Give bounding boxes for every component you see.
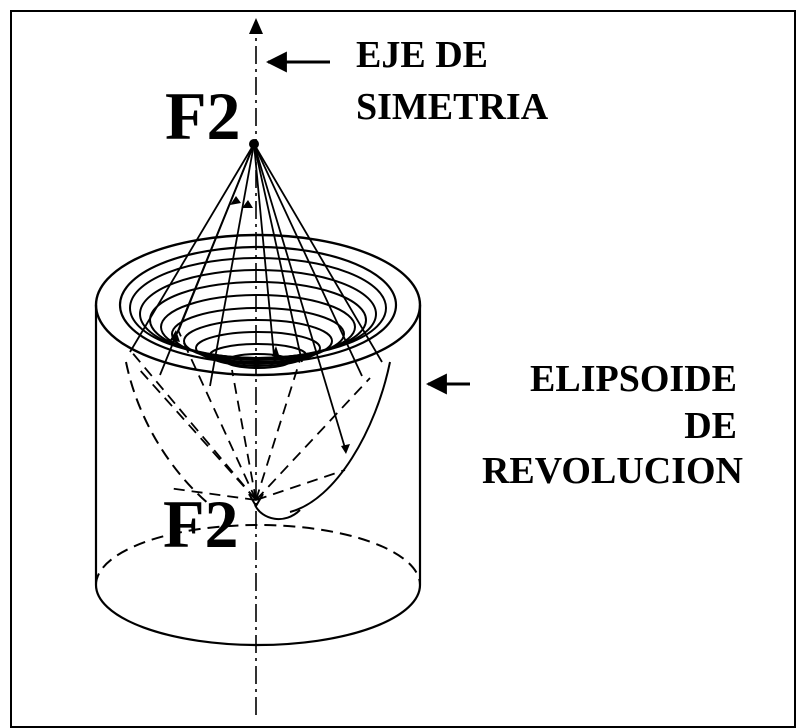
- ellipsoid-label-line2: DE: [684, 405, 737, 447]
- ellipsoid-bottom-curve: [254, 504, 301, 520]
- ellipsoid-profile-left: [125, 361, 211, 506]
- ellipsoid-profile-right: [289, 361, 391, 513]
- axis-arrowhead: [249, 18, 263, 34]
- reflector-rings: [129, 257, 387, 369]
- upper-focus-point: [249, 139, 259, 149]
- ellipsoid-label-line1: ELIPSOIDE: [530, 358, 737, 400]
- ellipsoid-label-line3: REVOLUCION: [481, 450, 743, 492]
- figure-frame: [10, 10, 796, 728]
- cylinder-bottom-front: [94, 584, 422, 647]
- axis-label-line1: EJE DE: [356, 34, 488, 76]
- rim-outer: [94, 233, 422, 377]
- ray-arrowheads: [170, 196, 350, 454]
- axis-label-line2: SIMETRIA: [356, 86, 549, 128]
- lower-focus-mark: [248, 493, 264, 508]
- lower-focus-label: F2: [163, 486, 239, 562]
- upper-focus-label: F2: [165, 78, 241, 154]
- cylinder-bottom-back: [95, 524, 421, 586]
- incident-rays: [129, 329, 371, 501]
- rim-inner: [118, 245, 398, 365]
